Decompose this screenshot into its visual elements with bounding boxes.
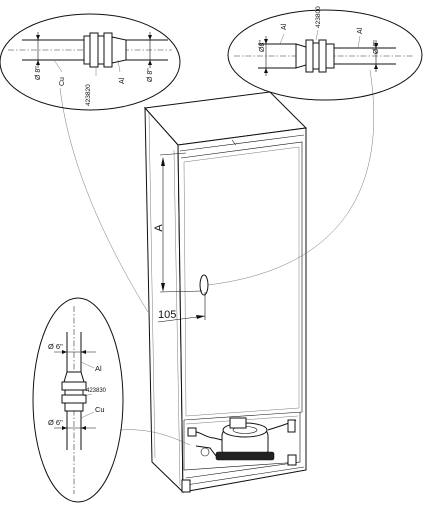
callout-top-left: Ø 8" Cu 423820 Al Ø 8" (0, 13, 181, 111)
tr-diameter-left: Ø8" (259, 40, 266, 52)
dimension-105-label: 105 (158, 309, 176, 321)
dimension-a-label: A (153, 224, 165, 232)
callout-bottom-left: Ø 6" Al 423830 Cu Ø 6" (32, 297, 124, 503)
callout-top-right: Ø8" Al 423800 Al Ø 6" (227, 6, 423, 101)
tr-material-left: Al (281, 23, 288, 30)
tl-diameter-right: Ø 8" (147, 68, 154, 82)
bl-material-bottom: Cu (95, 405, 105, 414)
tl-diameter-left: Ø 8" (35, 66, 42, 80)
refrigerator-cabinet (143, 91, 308, 494)
tr-part-number: 423800 (315, 6, 322, 28)
bl-part-number: 423830 (86, 388, 107, 394)
bl-material-top: Al (95, 364, 102, 373)
tr-diameter-right: Ø 6" (373, 40, 380, 54)
dimension-105: 105 (157, 292, 206, 323)
dimension-a: A (153, 152, 203, 293)
tr-material-right: Al (357, 27, 364, 34)
compressor (187, 417, 297, 461)
tl-material-right: Al (119, 77, 126, 84)
tl-part-number: 423820 (85, 84, 92, 106)
bl-diameter-bottom: Ø 6" (48, 418, 63, 427)
callout-leader-lines (59, 69, 374, 446)
bl-diameter-top: Ø 6" (48, 342, 63, 351)
tl-material-left: Cu (59, 77, 66, 86)
